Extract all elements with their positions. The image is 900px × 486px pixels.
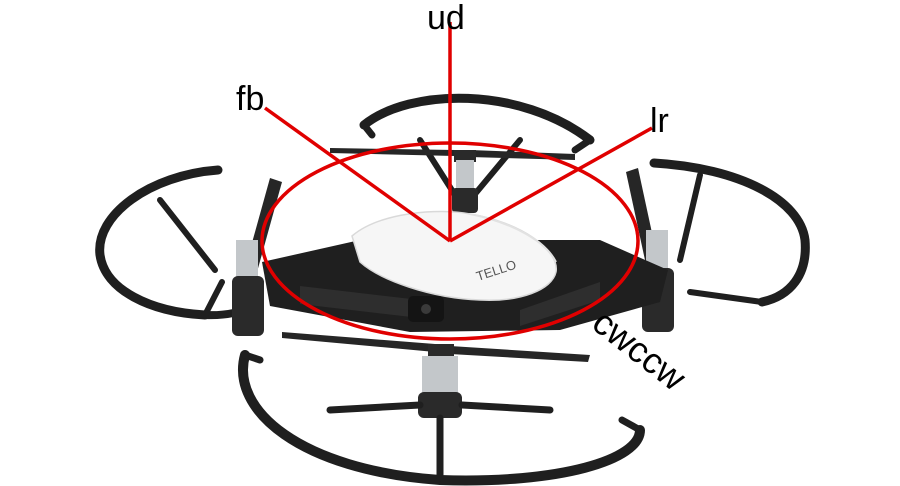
left-motor [232, 178, 282, 336]
drone-illustration: TELLO [95, 93, 810, 486]
fb-axis-line [263, 106, 452, 243]
front-prop-guard [238, 350, 645, 486]
lr-axis-line [449, 126, 653, 243]
drone-body-shell: TELLO [351, 210, 557, 301]
ud-axis-label: ud [427, 0, 465, 37]
axes-overlay [260, 22, 653, 341]
rotation-label: cwccw [585, 301, 695, 399]
right-prop-guard [649, 158, 810, 307]
back-motor [452, 150, 478, 213]
front-motor [418, 344, 462, 418]
lr-axis-label: lr [650, 102, 669, 140]
camera [408, 296, 444, 322]
front-propeller [282, 332, 590, 362]
fb-axis-label: fb [236, 80, 264, 118]
